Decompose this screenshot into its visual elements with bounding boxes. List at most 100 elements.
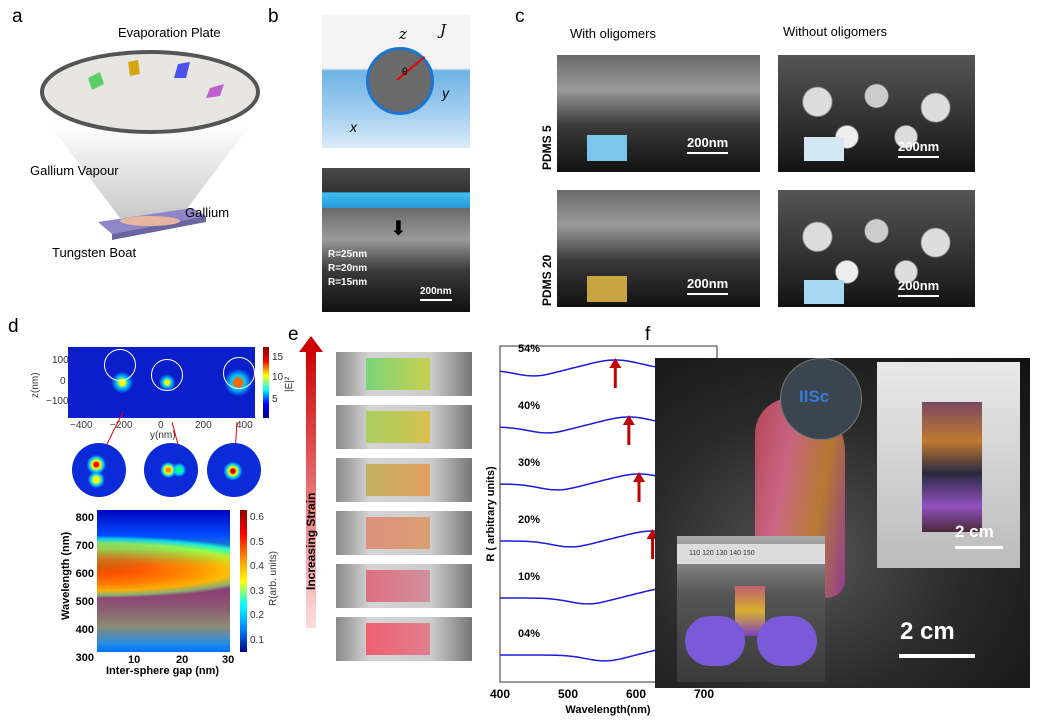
radius-label: R=25nm: [328, 249, 368, 260]
strain-label: 30%: [518, 457, 540, 469]
tick-label: 20: [176, 654, 189, 666]
x-tick: 500: [558, 687, 578, 701]
with-oligomers-heading: With oligomers: [570, 26, 656, 41]
tick-label: 200: [195, 420, 212, 431]
colorbar: [263, 347, 269, 418]
tick-label: −100: [46, 396, 69, 407]
down-arrow-icon: ⬇: [390, 218, 407, 240]
scale-bar: 200nm: [898, 278, 940, 297]
tick-label: 15: [272, 352, 284, 363]
x-axis-label: Inter-sphere gap (nm): [106, 665, 220, 677]
scale-bar: 200nm: [687, 276, 729, 295]
peak-arrow-icon: [622, 415, 635, 445]
panel-label-b: b: [268, 6, 279, 27]
gallium-vapour-label: Gallium Vapour: [30, 163, 119, 178]
scale-bar: 200nm: [898, 139, 940, 158]
tungsten-boat-label: Tungsten Boat: [52, 245, 137, 260]
panel-label-f: f: [645, 324, 651, 345]
sem-pdms5-with: 200nm: [557, 55, 760, 172]
z-axis-label: z: [399, 25, 407, 43]
tick-label: 600: [75, 568, 94, 580]
strain-arrow: [306, 348, 316, 628]
sample-photo: [336, 511, 472, 555]
radius-label: R=15nm: [328, 277, 368, 288]
panel-label-e: e: [288, 324, 299, 345]
y-axis-label: z(nm): [30, 372, 41, 398]
tick-label: 0.3: [250, 585, 264, 597]
zoom-circle: [72, 443, 126, 497]
tick-label: 0.5: [250, 536, 264, 548]
tick-label: 10: [128, 654, 141, 666]
scale-label: 2 cm: [955, 522, 994, 541]
tick-label: 500: [75, 596, 94, 608]
colorbar-label: |E|²: [284, 376, 295, 392]
tick-label: 800: [75, 512, 94, 524]
strain-label: 54%: [518, 343, 540, 355]
x-tick: 600: [626, 687, 646, 701]
x-axis-label: Wavelength(nm): [565, 704, 650, 716]
sample-photo: [336, 458, 472, 502]
strain-label: 20%: [518, 514, 540, 526]
scale-bar: 200nm: [420, 286, 452, 301]
colorbar: [240, 510, 247, 652]
row-label-pdms20: PDMS 20: [540, 254, 554, 306]
panel-label-c: c: [515, 6, 525, 27]
sample-photo: [336, 564, 472, 608]
tick-label: −400: [70, 420, 93, 431]
sphere-schematic: z J y x θ: [322, 15, 470, 148]
y-axis-label: R ( arbitrary units): [485, 466, 497, 562]
sem-cross-section-b: R=25nm R=20nm R=15nm 200nm: [322, 208, 470, 312]
x-axis-label: y(nm): [150, 430, 176, 441]
strain-label: 04%: [518, 628, 540, 640]
logo-text: IISc: [799, 387, 830, 406]
theta-label: θ: [402, 67, 408, 78]
colorbar-label: R(arb. units): [268, 550, 279, 606]
tick-label: 0.4: [250, 561, 264, 572]
iisc-logo: IISc: [780, 358, 862, 440]
tick-label: 0.6: [250, 512, 264, 523]
field-map: [68, 347, 255, 418]
ruler: 110 120 130 140 150: [677, 544, 825, 564]
tick-label: 300: [75, 652, 94, 664]
peak-arrow-icon: [609, 358, 622, 388]
tick-label: −200: [110, 420, 133, 431]
x-tick: 400: [490, 687, 510, 701]
scale-bar: [899, 654, 975, 658]
sample-photo-main: IISc 2 cm 110 120 130 140 150 2 cm: [655, 358, 1030, 688]
film-schematic: [322, 168, 470, 208]
scale-bar: 200nm: [687, 135, 729, 154]
x-axis-label: x: [350, 119, 357, 135]
x-tick: 700: [694, 687, 714, 701]
zoom-circle: [207, 443, 261, 497]
gallium-label: Gallium: [185, 205, 230, 220]
sem-pdms20-with: 200nm: [557, 190, 760, 307]
sample-photo: [336, 617, 472, 661]
sample-photo: [336, 352, 472, 396]
strain-label: Increasing Strain: [304, 492, 318, 590]
inset-photo-bent: 2 cm: [877, 362, 1020, 568]
scale-label: 2 cm: [900, 618, 955, 645]
scale-bar: [955, 546, 1003, 549]
evaporation-schematic: [40, 50, 260, 240]
tick-label: 30: [222, 654, 235, 666]
tick-label: 400: [75, 624, 94, 636]
strain-label: 40%: [518, 400, 540, 412]
reflectance-map: [97, 510, 230, 652]
inset-photo-ruler: 110 120 130 140 150: [677, 536, 825, 682]
tick-label: 100: [52, 355, 69, 366]
tick-label: 5: [272, 394, 278, 405]
panel-label-d: d: [8, 316, 19, 337]
tick-label: 400: [236, 420, 253, 431]
sem-pdms5-without: 200nm: [778, 55, 975, 172]
flux-label: J: [440, 21, 447, 39]
evaporation-plate-label: Evaporation Plate: [118, 25, 221, 40]
arrow-head-icon: [299, 336, 323, 352]
sample-photo: [336, 405, 472, 449]
tick-label: 10: [272, 372, 284, 383]
radius-label: R=20nm: [328, 263, 368, 274]
zoom-circle: [144, 443, 198, 497]
row-label-pdms5: PDMS 5: [540, 125, 554, 170]
tick-label: 0: [60, 376, 66, 387]
peak-arrow-icon: [633, 472, 646, 502]
without-oligomers-heading: Without oligomers: [783, 24, 888, 39]
